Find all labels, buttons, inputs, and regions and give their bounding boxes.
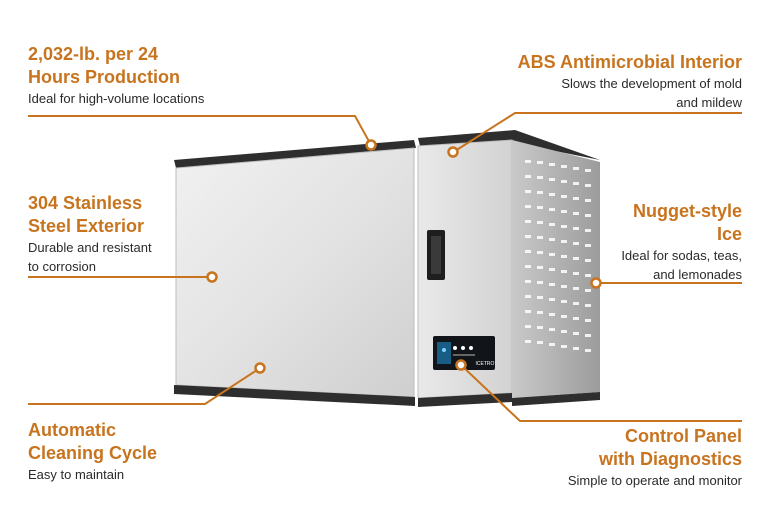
callout-dots bbox=[206, 139, 602, 374]
title-line: with Diagnostics bbox=[598, 449, 742, 469]
callout-title: 304 Stainless Steel Exterior bbox=[28, 192, 152, 238]
title-line: Ice bbox=[716, 224, 742, 244]
side-vents bbox=[525, 160, 591, 352]
callout-title: Control Panel with Diagnostics bbox=[568, 425, 742, 471]
leader-production bbox=[28, 115, 372, 146]
brand-logo: ICETRO bbox=[476, 361, 495, 367]
callout-desc: Easy to maintain bbox=[28, 465, 157, 484]
dot-ice bbox=[590, 277, 602, 289]
desc-line: to corrosion bbox=[28, 259, 96, 274]
dot-production bbox=[365, 139, 377, 151]
top-rim-right bbox=[418, 130, 600, 160]
dot-interior bbox=[447, 146, 459, 158]
desc-line: and lemonades bbox=[653, 267, 742, 282]
title-line: 2,032-lb. per 24 bbox=[28, 44, 159, 64]
callout-title: 2,032-lb. per 24 Hours Production bbox=[28, 43, 204, 89]
title-line: Cleaning Cycle bbox=[28, 443, 158, 463]
dot-exterior bbox=[206, 271, 218, 283]
title-line: Nugget-style bbox=[632, 201, 742, 221]
desc-line: Ideal for high-volume locations bbox=[28, 91, 205, 106]
callout-desc: Durable and resistant to corrosion bbox=[28, 238, 152, 276]
title-line: ABS Antimicrobial Interior bbox=[517, 52, 742, 72]
desc-line: Simple to operate and monitor bbox=[567, 473, 742, 488]
callout-title: ABS Antimicrobial Interior bbox=[518, 51, 742, 74]
title-line: Automatic bbox=[28, 420, 117, 440]
callout-ice: Nugget-style Ice Ideal for sodas, teas, … bbox=[621, 200, 742, 284]
desc-line: Durable and resistant bbox=[28, 240, 152, 255]
dot-cleaning bbox=[254, 362, 266, 374]
callout-exterior: 304 Stainless Steel Exterior Durable and… bbox=[28, 192, 152, 276]
callout-desc: Slows the development of mold and mildew bbox=[518, 74, 742, 112]
ice-machine: ICETRO bbox=[174, 130, 600, 407]
side-bottom-rim bbox=[512, 392, 600, 406]
desc-line: and mildew bbox=[676, 95, 742, 110]
callout-interior: ABS Antimicrobial Interior Slows the dev… bbox=[518, 51, 742, 112]
bottom-rim-left bbox=[174, 385, 415, 406]
title-line: 304 Stainless bbox=[28, 193, 143, 213]
callout-desc: Ideal for sodas, teas, and lemonades bbox=[621, 246, 742, 284]
top-rim-left bbox=[174, 140, 416, 168]
callout-title: Nugget-style Ice bbox=[621, 200, 742, 246]
leader-cleaning bbox=[28, 367, 261, 405]
callout-control: Control Panel with Diagnostics Simple to… bbox=[568, 425, 742, 490]
callout-title: Automatic Cleaning Cycle bbox=[28, 419, 157, 465]
title-line: Steel Exterior bbox=[28, 216, 145, 236]
desc-line: Slows the development of mold bbox=[561, 76, 742, 91]
title-line: Hours Production bbox=[28, 67, 180, 87]
bottom-rim-right bbox=[418, 393, 512, 407]
callout-production: 2,032-lb. per 24 Hours Production Ideal … bbox=[28, 43, 204, 108]
control-panel: ICETRO bbox=[433, 336, 495, 370]
leader-interior bbox=[454, 112, 742, 152]
desc-line: Easy to maintain bbox=[28, 467, 125, 482]
callout-desc: Simple to operate and monitor bbox=[568, 471, 742, 490]
callout-desc: Ideal for high-volume locations bbox=[28, 89, 204, 108]
side-vent-panel bbox=[512, 140, 600, 398]
title-line: Control Panel bbox=[624, 426, 742, 446]
callout-cleaning: Automatic Cleaning Cycle Easy to maintai… bbox=[28, 419, 157, 484]
desc-line: Ideal for sodas, teas, bbox=[621, 248, 742, 263]
leader-control bbox=[460, 364, 742, 422]
dot-control bbox=[455, 359, 467, 371]
leader-lines bbox=[28, 112, 742, 422]
